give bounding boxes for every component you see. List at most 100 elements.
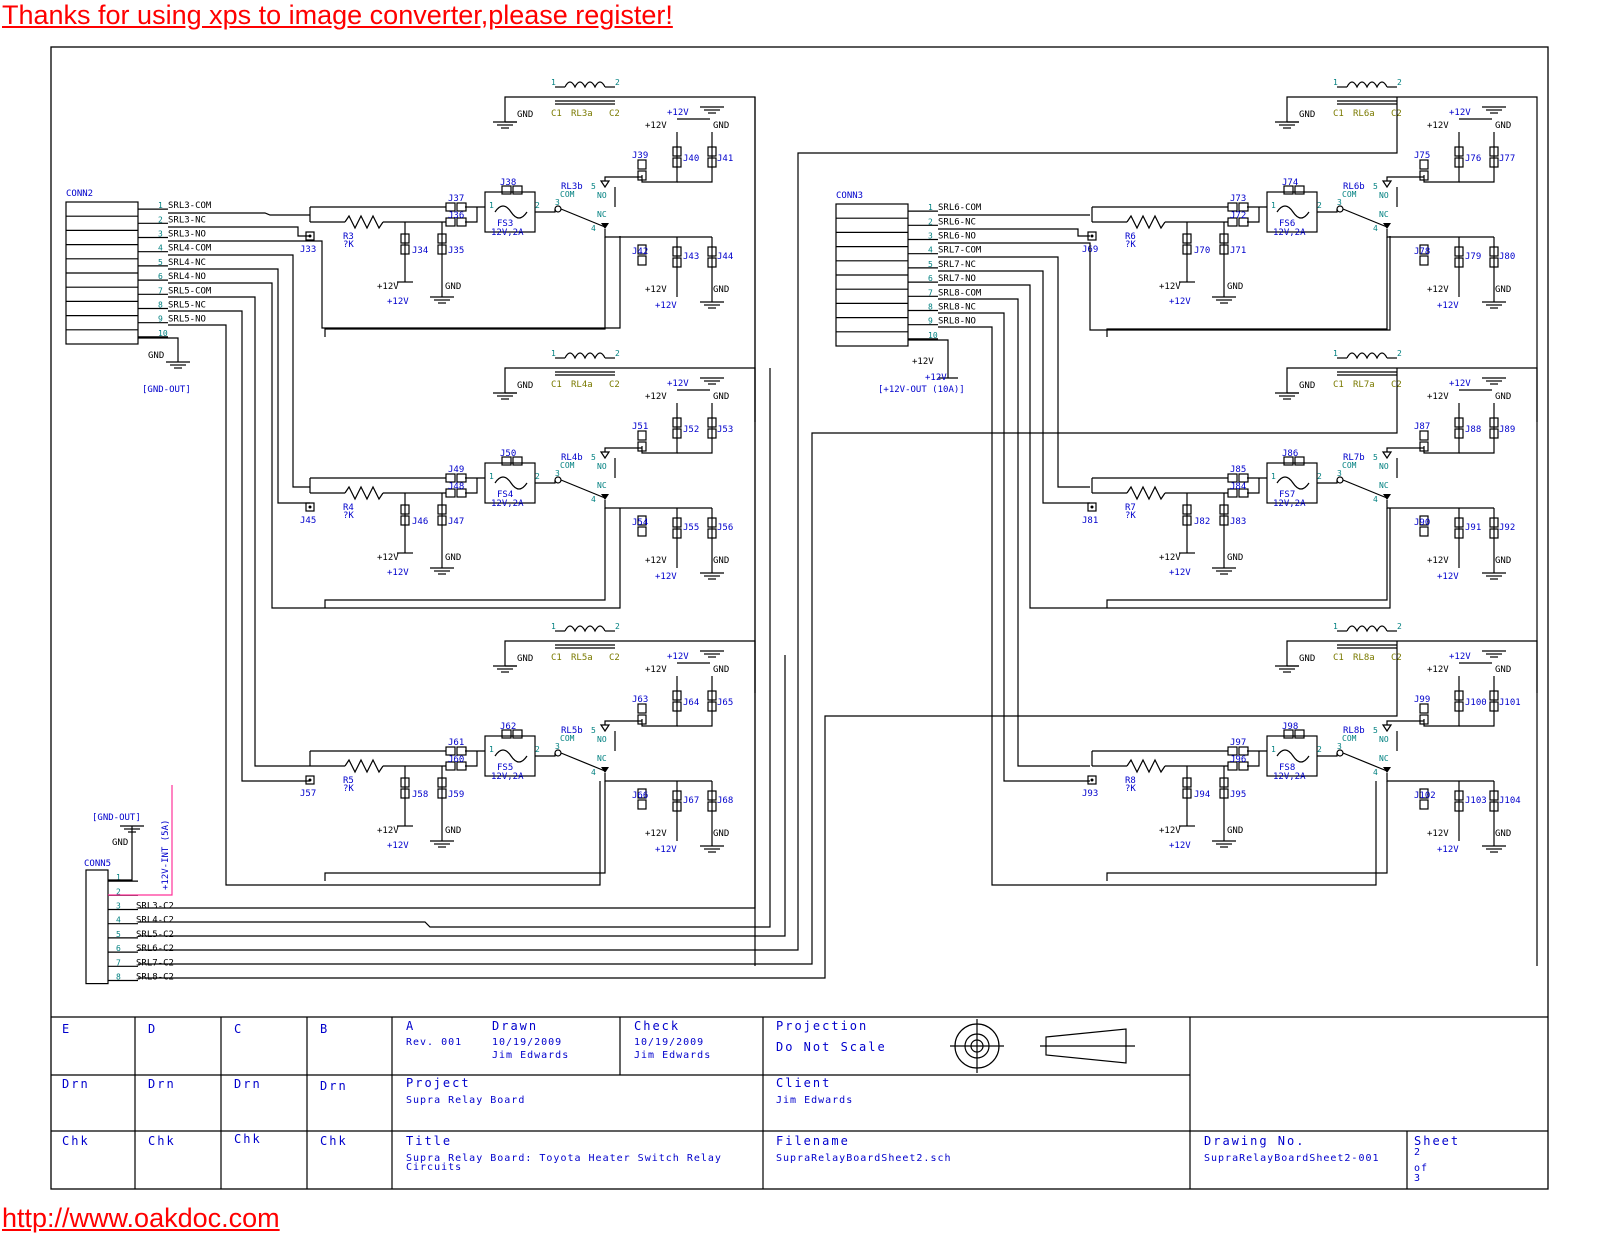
drn-d: Drn <box>148 1077 176 1091</box>
signal-label: SRL8-NO <box>938 317 976 327</box>
contact-nc <box>601 223 609 229</box>
p12-label: +12V <box>645 121 667 131</box>
jumper-pad <box>400 233 410 244</box>
jumper-label: J95 <box>1230 790 1246 800</box>
wire <box>1459 403 1495 454</box>
jumper-pad <box>672 428 682 439</box>
jumper-pad <box>672 157 682 168</box>
p12-label: +12V <box>377 553 399 563</box>
jumper-label: J91 <box>1465 523 1481 533</box>
jumper-pad <box>400 777 410 788</box>
signal-label: SRL7-NC <box>938 260 976 270</box>
wire <box>1247 751 1260 767</box>
jumper-label: J41 <box>717 154 733 164</box>
test-point-dot <box>1090 505 1094 509</box>
jumper-pad <box>1219 504 1229 515</box>
jumper-label: J82 <box>1194 517 1210 527</box>
jumper-label: J68 <box>717 796 733 806</box>
drn-b: Drn <box>320 1079 348 1093</box>
jumper-pad <box>637 244 647 255</box>
jumper-pad <box>1219 777 1229 788</box>
gnd-label: GND <box>445 826 461 836</box>
jumper-pad <box>1219 244 1229 255</box>
jumper-label: J38 <box>500 178 516 188</box>
jumper-pad <box>1454 790 1464 801</box>
jumper-pad <box>1489 790 1499 801</box>
switch-nc: NC <box>597 210 607 219</box>
coil-winding <box>1346 625 1388 633</box>
gnd-wire <box>138 337 179 362</box>
fuse-value: 12V,2A <box>491 228 524 238</box>
jumper-pad <box>1283 729 1294 739</box>
fuse-name: FS4 <box>497 490 513 500</box>
signal-label: SRL4-C2 <box>136 916 174 926</box>
jumper-pad <box>512 456 523 466</box>
chk-b: Chk <box>320 1134 348 1148</box>
wire <box>168 310 310 782</box>
jumper-pad <box>672 528 682 539</box>
wire <box>641 132 678 183</box>
signal-label: SRL5-C2 <box>136 930 174 940</box>
resistor <box>1126 485 1166 501</box>
contact-nc <box>601 494 609 500</box>
wire <box>168 282 621 609</box>
converter-banner[interactable]: Thanks for using xps to image converter,… <box>2 0 673 30</box>
jumper-pad <box>1419 799 1429 810</box>
p12-label: +12V <box>667 108 689 118</box>
jumper-pad <box>437 244 447 255</box>
jumper-pad <box>1454 417 1464 428</box>
contact-no <box>1381 724 1393 733</box>
pin-number: 5 <box>591 453 596 462</box>
jumper-pad <box>637 430 647 441</box>
p12-label: +12V <box>1159 282 1181 292</box>
p12-label: +12V <box>645 829 667 839</box>
footer-url-link[interactable]: http://www.oakdoc.com <box>2 1203 280 1233</box>
jumper-pad <box>1489 417 1499 428</box>
pin-number: 1 <box>551 78 556 87</box>
wire <box>324 237 606 337</box>
jumper-label: J83 <box>1230 517 1246 527</box>
jumper-label: J96 <box>1230 755 1246 765</box>
coil-c1: C1 <box>1333 380 1344 390</box>
test-point <box>1087 502 1097 512</box>
pin-number: 4 <box>1373 768 1378 777</box>
pin-number: 5 <box>1373 182 1378 191</box>
jumper-pad <box>1294 185 1305 195</box>
switch-arm <box>1342 208 1388 228</box>
wire <box>138 368 1398 965</box>
jumper-pad <box>1454 801 1464 812</box>
signal-label: SRL4-NO <box>168 272 206 282</box>
test-point <box>1087 775 1097 785</box>
jumper-pad <box>637 714 647 725</box>
test-point-dot <box>1090 778 1094 782</box>
signal-label: SRL4-COM <box>168 244 212 254</box>
switch-com: COM <box>560 734 575 743</box>
pin-number: 4 <box>1373 495 1378 504</box>
contact-nc <box>1383 494 1391 500</box>
jumper-pad <box>637 526 647 537</box>
pin-number: 7 <box>928 288 933 297</box>
pin-number: 2 <box>1317 745 1322 754</box>
pin-number: 1 <box>1271 745 1276 754</box>
pin-number: 2 <box>1397 78 1402 87</box>
wire <box>938 326 1377 886</box>
jumper-pad <box>1219 788 1229 799</box>
pin-number: 5 <box>116 930 121 939</box>
pin-number: 5 <box>1373 726 1378 735</box>
jumper-pad <box>512 185 523 195</box>
coil-c2: C2 <box>609 653 620 663</box>
title-label: Title <box>406 1134 452 1148</box>
signal-label: SRL6-COM <box>938 203 982 213</box>
p12-label: +12V <box>1427 285 1449 295</box>
jumper-pad <box>501 729 512 739</box>
fuse-name: FS7 <box>1279 490 1295 500</box>
coil-winding <box>564 352 606 360</box>
p12-label: +12V <box>655 845 677 855</box>
wire <box>938 270 1090 504</box>
gnd-label: GND <box>1227 826 1243 836</box>
gnd-label: GND <box>112 838 128 848</box>
jumper-pad <box>1419 526 1429 537</box>
p12-label: +12V <box>377 282 399 292</box>
zone-e: E <box>62 1022 71 1036</box>
